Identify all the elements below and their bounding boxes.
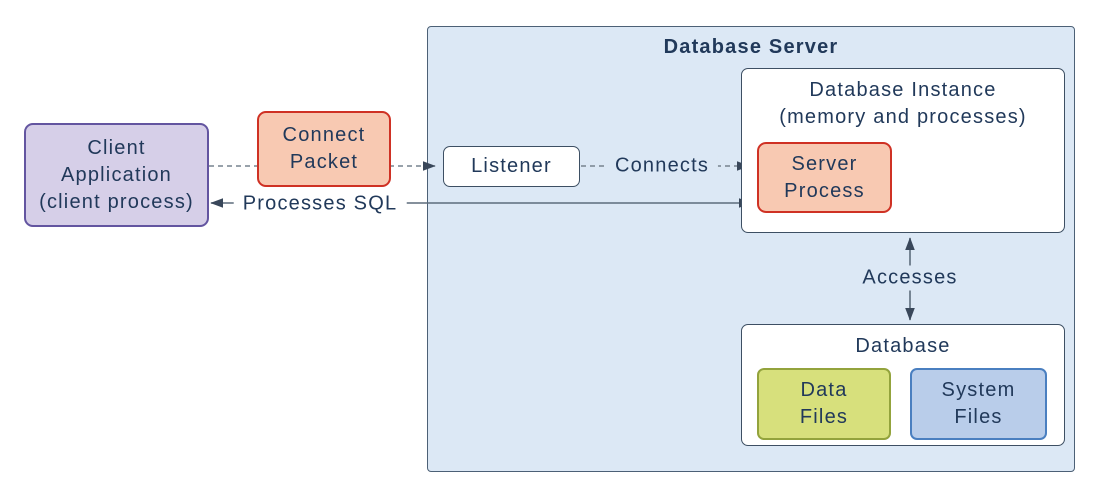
connect-packet-label-line2: Packet [289, 151, 359, 173]
server-process-label-line2: Process [784, 179, 865, 202]
listener-node: Listener [443, 146, 580, 187]
database-instance-title-line2: (memory and processes) [779, 106, 1027, 128]
data-files-label-line1: Data [800, 379, 848, 401]
system-files-label-line1: System [941, 379, 1016, 401]
processes-sql-edge-label: Processes SQL [233, 191, 407, 217]
database-instance-title-line1: Database Instance [809, 79, 997, 101]
server-process-label-line1: Server [791, 152, 858, 175]
system-files-node: System Files [910, 368, 1047, 440]
accesses-edge-label: Accesses [853, 265, 967, 291]
data-files-node: Data Files [757, 368, 891, 440]
data-files-label-line2: Files [799, 406, 849, 428]
client-application-node: Client Application (client process) [24, 123, 209, 227]
listener-label: Listener [471, 155, 552, 177]
system-files-label-line2: Files [954, 406, 1003, 428]
client-application-label-line1: Client [87, 136, 146, 159]
database-server-title: Database Server [663, 36, 839, 58]
client-application-label-line2: Application [60, 163, 173, 186]
connect-packet-label-line1: Connect [282, 124, 366, 146]
server-process-node: Server Process [757, 142, 892, 213]
connects-edge-label: Connects [605, 153, 719, 179]
client-application-label-line3: (client process) [39, 190, 194, 213]
database-title: Database [855, 335, 951, 357]
connect-packet-node: Connect Packet [257, 111, 391, 187]
